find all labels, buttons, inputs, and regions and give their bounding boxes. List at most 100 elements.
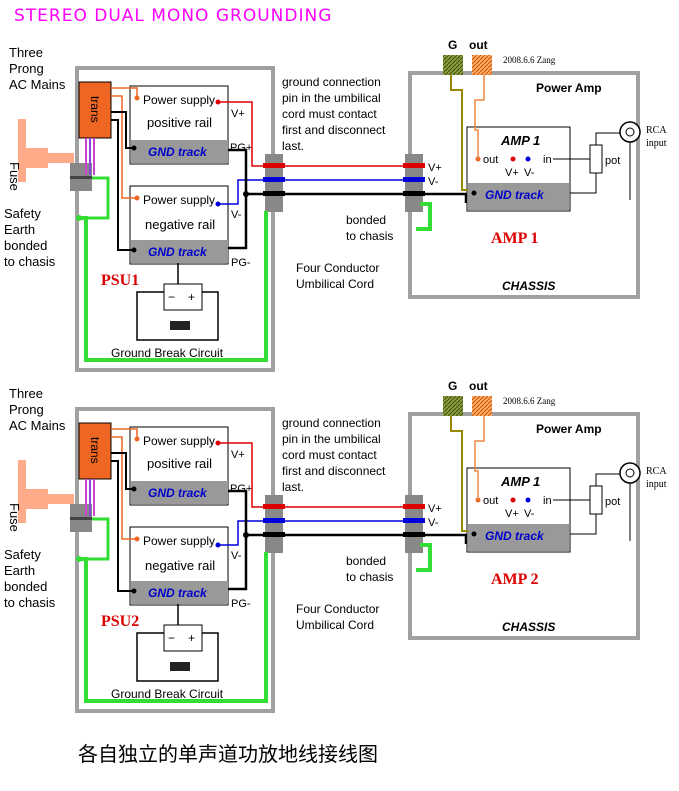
amp-gnd-track: GND track (485, 188, 545, 202)
bonded-label-line-2: to chasis (346, 229, 393, 243)
amp-gnd-dot (471, 190, 477, 196)
connector-psu-pin-vplus (263, 163, 285, 168)
safety-earth-label-line-3: bonded (4, 238, 47, 253)
ground-break-label: Ground Break Circuit (111, 346, 224, 360)
amp-vminus-dot (525, 497, 531, 503)
vplus-wire (218, 101, 420, 167)
amp-gnd-track-bar (468, 183, 569, 210)
ground-terminal-label: G (448, 379, 457, 393)
connector-amp-pin-vplus (403, 163, 425, 168)
psu-vplus-terminal: V+ (231, 108, 245, 120)
trans-secondary-orange-1 (111, 428, 138, 439)
ground-break-minus-sign: − (168, 290, 175, 304)
umbilical-note-line-1: ground connection (282, 75, 381, 89)
amp-big-label: AMP 2 (491, 571, 539, 588)
amp-gnd-dot (471, 531, 477, 537)
amp-bond-wire (416, 202, 432, 231)
umbilical-cord-label-line-2: Umbilical Cord (296, 277, 374, 291)
chassis-label: CHASSIS (502, 279, 555, 293)
trans-secondary-black-2 (111, 119, 134, 251)
connector-amp-pin-gnd (403, 532, 425, 537)
ground-terminal-wire (450, 75, 463, 127)
psu-negative-gnd-track: GND track (148, 245, 208, 259)
rca-label-line-2: input (646, 479, 667, 490)
amp-gnd-track: GND track (485, 529, 545, 543)
output-terminal-label: out (469, 38, 488, 52)
psu-negative-rail-label: negative rail (145, 558, 215, 573)
rca-label-line-2: input (646, 138, 667, 149)
umbilical-connector-amp (405, 154, 423, 212)
ground-terminal-icon (443, 55, 463, 75)
amp-board-title: AMP 1 (500, 474, 540, 489)
amp-in-label: in (543, 154, 552, 166)
connector-vplus-label: V+ (428, 503, 442, 515)
bonded-label-line-2: to chasis (346, 570, 393, 584)
psu-positive-title: Power supply (143, 93, 215, 107)
psu-positive-title: Power supply (143, 434, 215, 448)
connector-vminus-label: V- (428, 517, 439, 529)
bonded-label-line-1: bonded (346, 554, 386, 568)
fuse-label: Fuse (7, 503, 22, 532)
connector-psu-pin-gnd (263, 191, 285, 196)
amp-in-label: in (543, 495, 552, 507)
rca-jack-pin (625, 468, 635, 478)
umbilical-cord-label-line-1: Four Conductor (296, 261, 379, 275)
rca-jack-pin (625, 127, 635, 137)
pot-label: pot (605, 155, 620, 167)
connector-vplus-label: V+ (428, 162, 442, 174)
vminus-wire (218, 520, 420, 546)
amp-vplus-label: V+ (505, 508, 519, 520)
umbilical-note-line-1: ground connection (282, 416, 381, 430)
umbilical-connector-amp (405, 495, 423, 553)
ac-plug-icon (18, 119, 48, 182)
fuse-holder-slot (70, 517, 92, 520)
trans-secondary-black-1 (111, 452, 134, 490)
connector-amp-pin-gnd (403, 191, 425, 196)
ground-break-resistor (170, 321, 190, 330)
output-terminal-label: out (469, 379, 488, 393)
diagram-title: STEREO DUAL MONO GROUNDING (14, 6, 333, 26)
connector-psu-pin-vminus (263, 518, 285, 523)
vminus-wire (218, 179, 420, 205)
connector-amp-pin-vplus (403, 504, 425, 509)
umbilical-note-line-3: cord must contact (282, 448, 377, 462)
output-terminal-icon (472, 396, 492, 416)
amp-bond-wire (416, 543, 432, 572)
chassis-ground-loop (79, 552, 268, 703)
amp-vplus-label: V+ (505, 167, 519, 179)
date-label: 2008.6.6 Zang (503, 55, 556, 65)
trans-secondary-black-2 (111, 460, 134, 592)
psu-negative-gnd-track-bar (131, 581, 228, 604)
output-terminal-wire (474, 416, 485, 500)
ac-mains-label-line-3: AC Mains (9, 77, 66, 92)
output-terminal-wire (474, 75, 485, 159)
ground-break-capacitor (163, 283, 203, 311)
bonded-label-line-1: bonded (346, 213, 386, 227)
safety-earth-label-line-2: Earth (4, 563, 35, 578)
output-terminal-icon (472, 55, 492, 75)
pg-junction-dot (243, 191, 249, 197)
umbilical-note-line-3: cord must contact (282, 107, 377, 121)
pot-top-wire (595, 473, 622, 486)
umbilical-note-line-2: pin in the umbilical (282, 432, 381, 446)
trans-secondary-orange-1 (111, 87, 138, 98)
umbilical-note-line-4: first and disconnect (282, 123, 386, 137)
amp-big-label: AMP 1 (491, 230, 539, 247)
fuse-holder-slot (70, 176, 92, 179)
trans-secondary-orange-2 (111, 95, 137, 199)
umbilical-note-line-4: first and disconnect (282, 464, 386, 478)
connector-psu-pin-vminus (263, 177, 285, 182)
psu-vminus-terminal: V- (231, 550, 242, 562)
psu-pgminus-terminal: PG- (231, 598, 251, 610)
rca-label-line-1: RCA (646, 466, 667, 477)
psu-positive-rail-label: positive rail (147, 456, 212, 471)
umbilical-cord-label-line-1: Four Conductor (296, 602, 379, 616)
ground-break-minus-sign: − (168, 631, 175, 645)
ac-mains-label-line-2: Prong (9, 402, 44, 417)
psu-pgplus-terminal: PG+ (230, 142, 252, 154)
ac-mains-label-line-3: AC Mains (9, 418, 66, 433)
transformer-block (78, 422, 112, 480)
